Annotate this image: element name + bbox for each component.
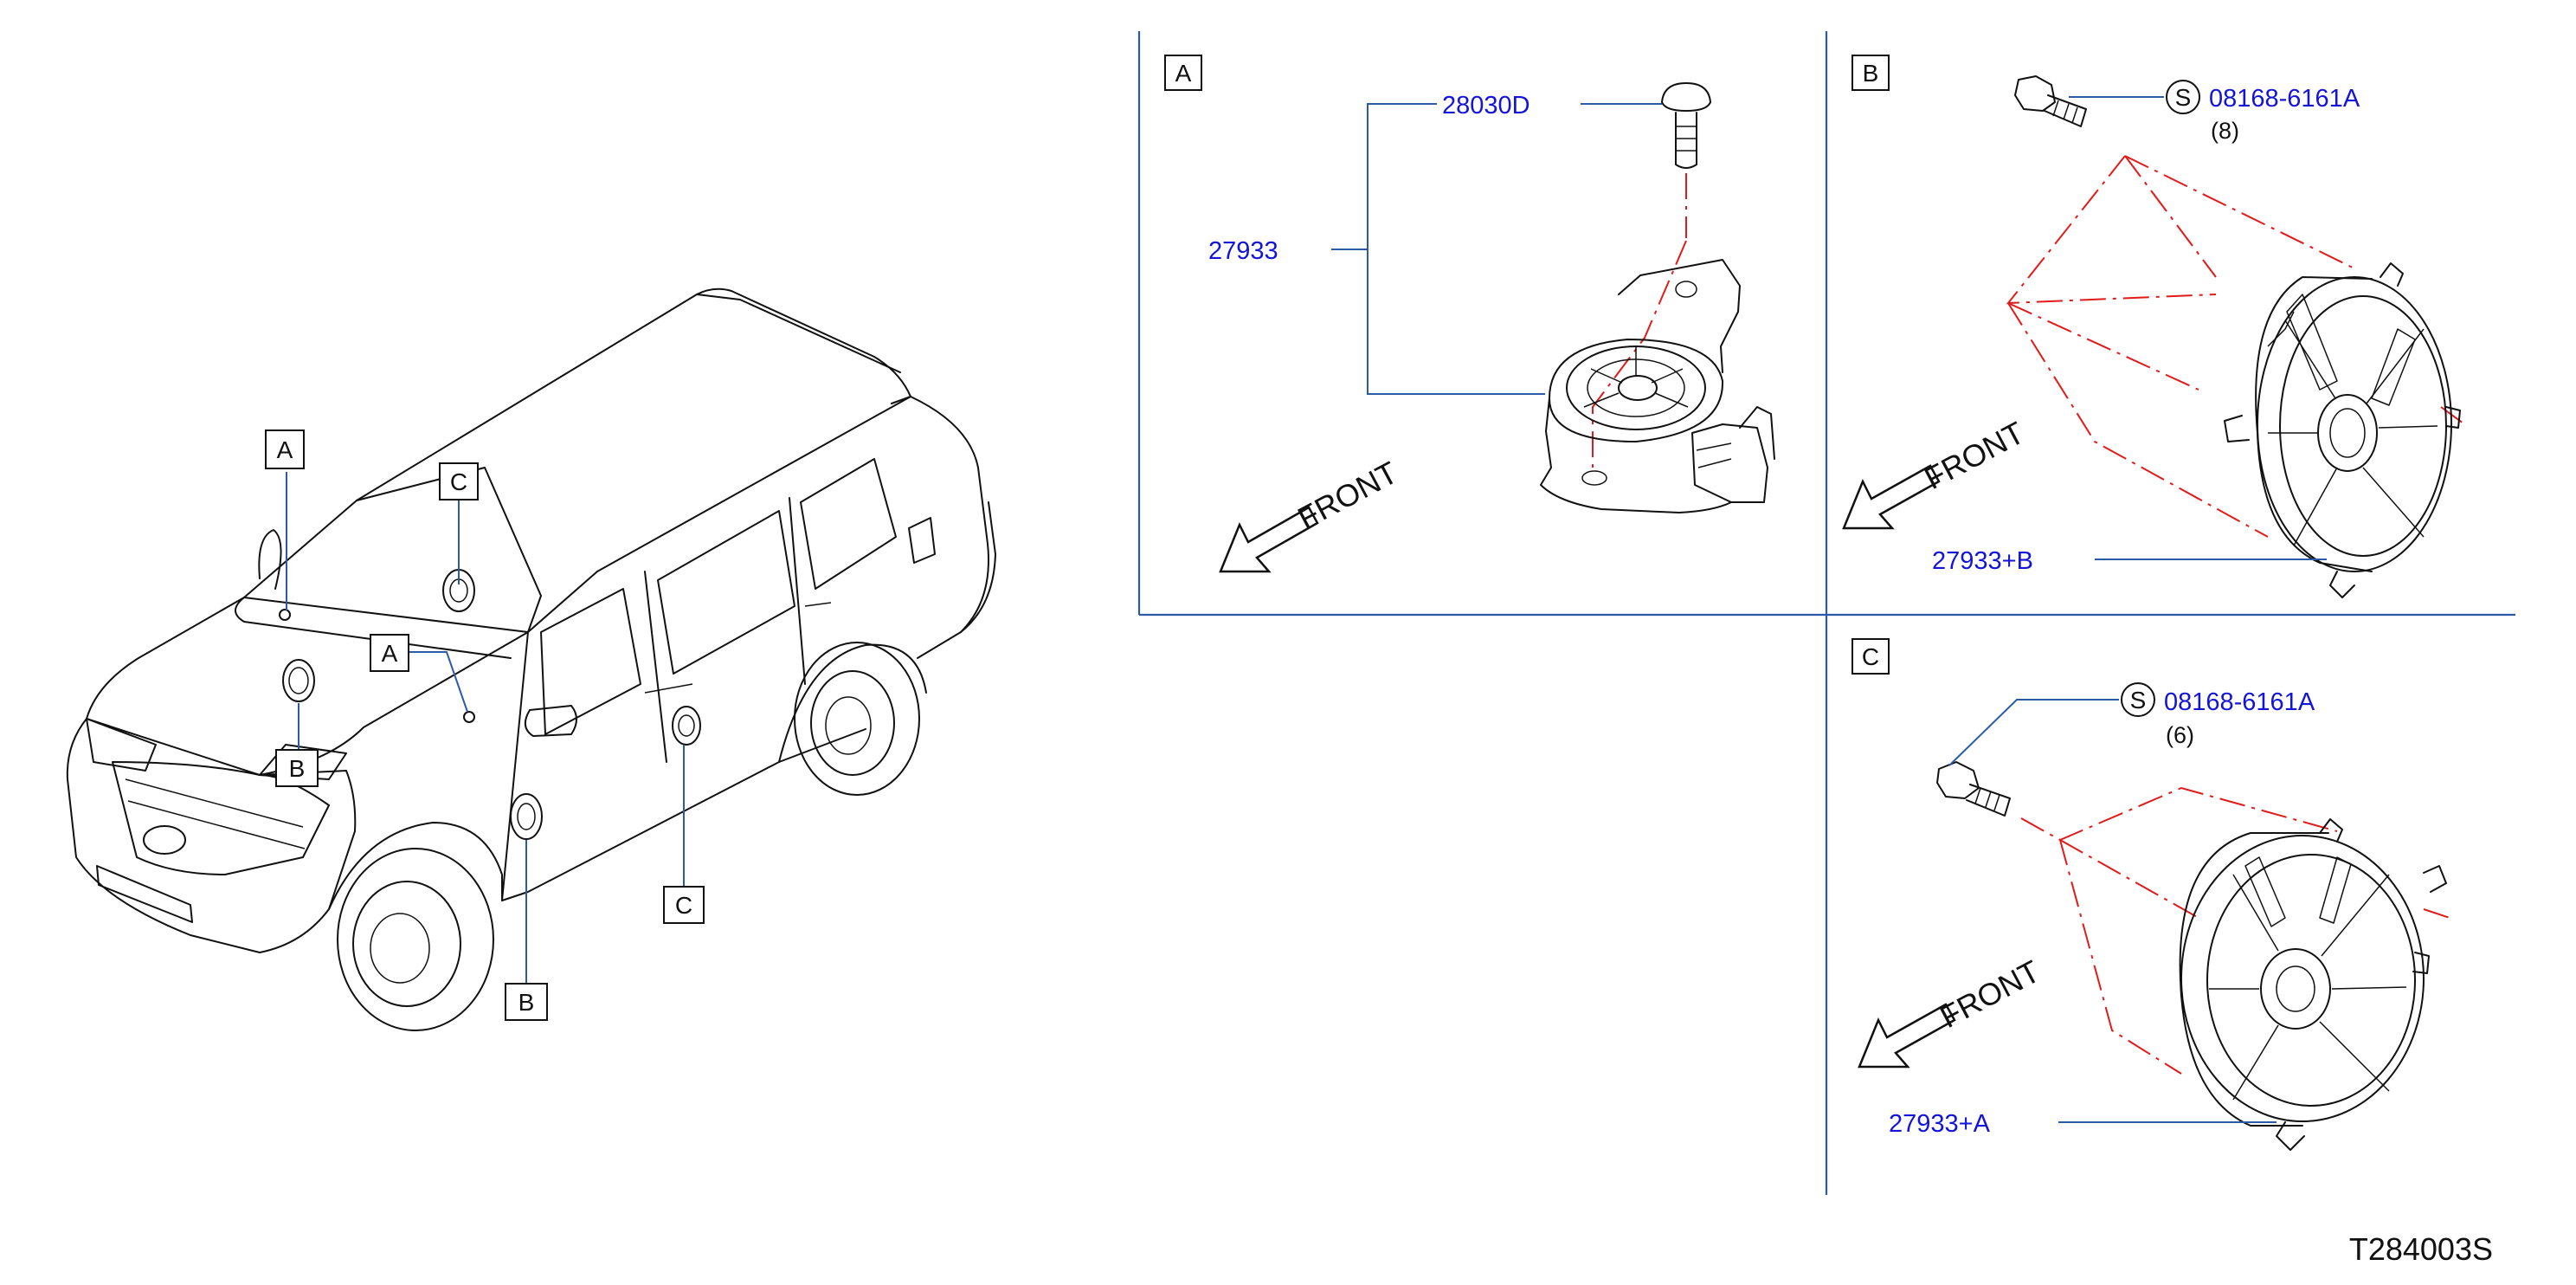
front-label-a: FRONT	[1292, 455, 1404, 536]
bolt-symbol-circle-b	[2166, 80, 2200, 114]
panel-a-letter: A	[1175, 60, 1192, 87]
overview-speaker-marks	[279, 569, 701, 840]
callout-box-c2: C	[663, 886, 705, 924]
tweeter-speaker-icon	[1540, 259, 1775, 513]
bolt-part-number-b: 08168-6161A	[2209, 85, 2360, 113]
screw-icon	[1661, 82, 1711, 169]
panel-a-label-box	[1164, 55, 1202, 91]
svg-text:A: A	[382, 640, 398, 667]
panel-c: C S 08168-6161A (6)	[1852, 638, 2450, 1151]
front-arrow-b	[1842, 464, 1941, 530]
front-label-c: FRONT	[1935, 953, 2046, 1035]
vehicle-illustration	[66, 287, 996, 1031]
bolt-icon-c	[1936, 761, 2011, 817]
callout-box-b1: B	[275, 749, 319, 787]
bolt-quantity-b: (8)	[2211, 118, 2239, 144]
panel-b-label-box	[1852, 55, 1890, 91]
callout-box-c1: C	[439, 462, 479, 500]
panel-c-letter: C	[1862, 643, 1879, 670]
bolt-quantity-c: (6)	[2166, 722, 2194, 748]
panel-c-label-box	[1852, 638, 1890, 675]
diagram-code: T284003S	[2349, 1231, 2493, 1267]
speaker-part-number-b: 27933+B	[1932, 547, 2033, 575]
svg-text:B: B	[289, 755, 306, 782]
panel-a: A 28030D 27933	[1164, 55, 1775, 573]
speaker-part-number: 27933	[1208, 237, 1278, 265]
panel-b-letter: B	[1863, 60, 1879, 87]
bolt-symbol-circle-c	[2121, 682, 2155, 717]
panel-b: B S 08168-6161A (8)	[1842, 55, 2468, 598]
svg-text:C: C	[675, 892, 692, 919]
bolt-symbol-b: S	[2175, 84, 2192, 111]
callout-box-b2: B	[505, 983, 548, 1021]
front-label-b: FRONT	[1919, 415, 2031, 496]
speaker-part-number-c: 27933+A	[1889, 1110, 1991, 1138]
callout-box-a1: A	[265, 429, 305, 469]
bolt-icon-b	[2014, 75, 2087, 127]
door-speaker-icon-c	[2179, 818, 2447, 1151]
callout-box-a2: A	[370, 634, 409, 672]
svg-text:C: C	[450, 468, 467, 495]
front-arrow-a	[1219, 506, 1319, 573]
overview-leaders	[286, 472, 685, 987]
bolt-part-number-c: 08168-6161A	[2164, 688, 2315, 716]
bolt-symbol-c: S	[2130, 687, 2147, 714]
svg-text:B: B	[518, 989, 535, 1016]
svg-text:A: A	[277, 436, 293, 463]
screw-part-number: 28030D	[1442, 92, 1530, 119]
panel-frame	[1137, 31, 2515, 1195]
door-speaker-icon-b	[2224, 262, 2461, 598]
front-arrow-c	[1858, 1003, 1956, 1069]
